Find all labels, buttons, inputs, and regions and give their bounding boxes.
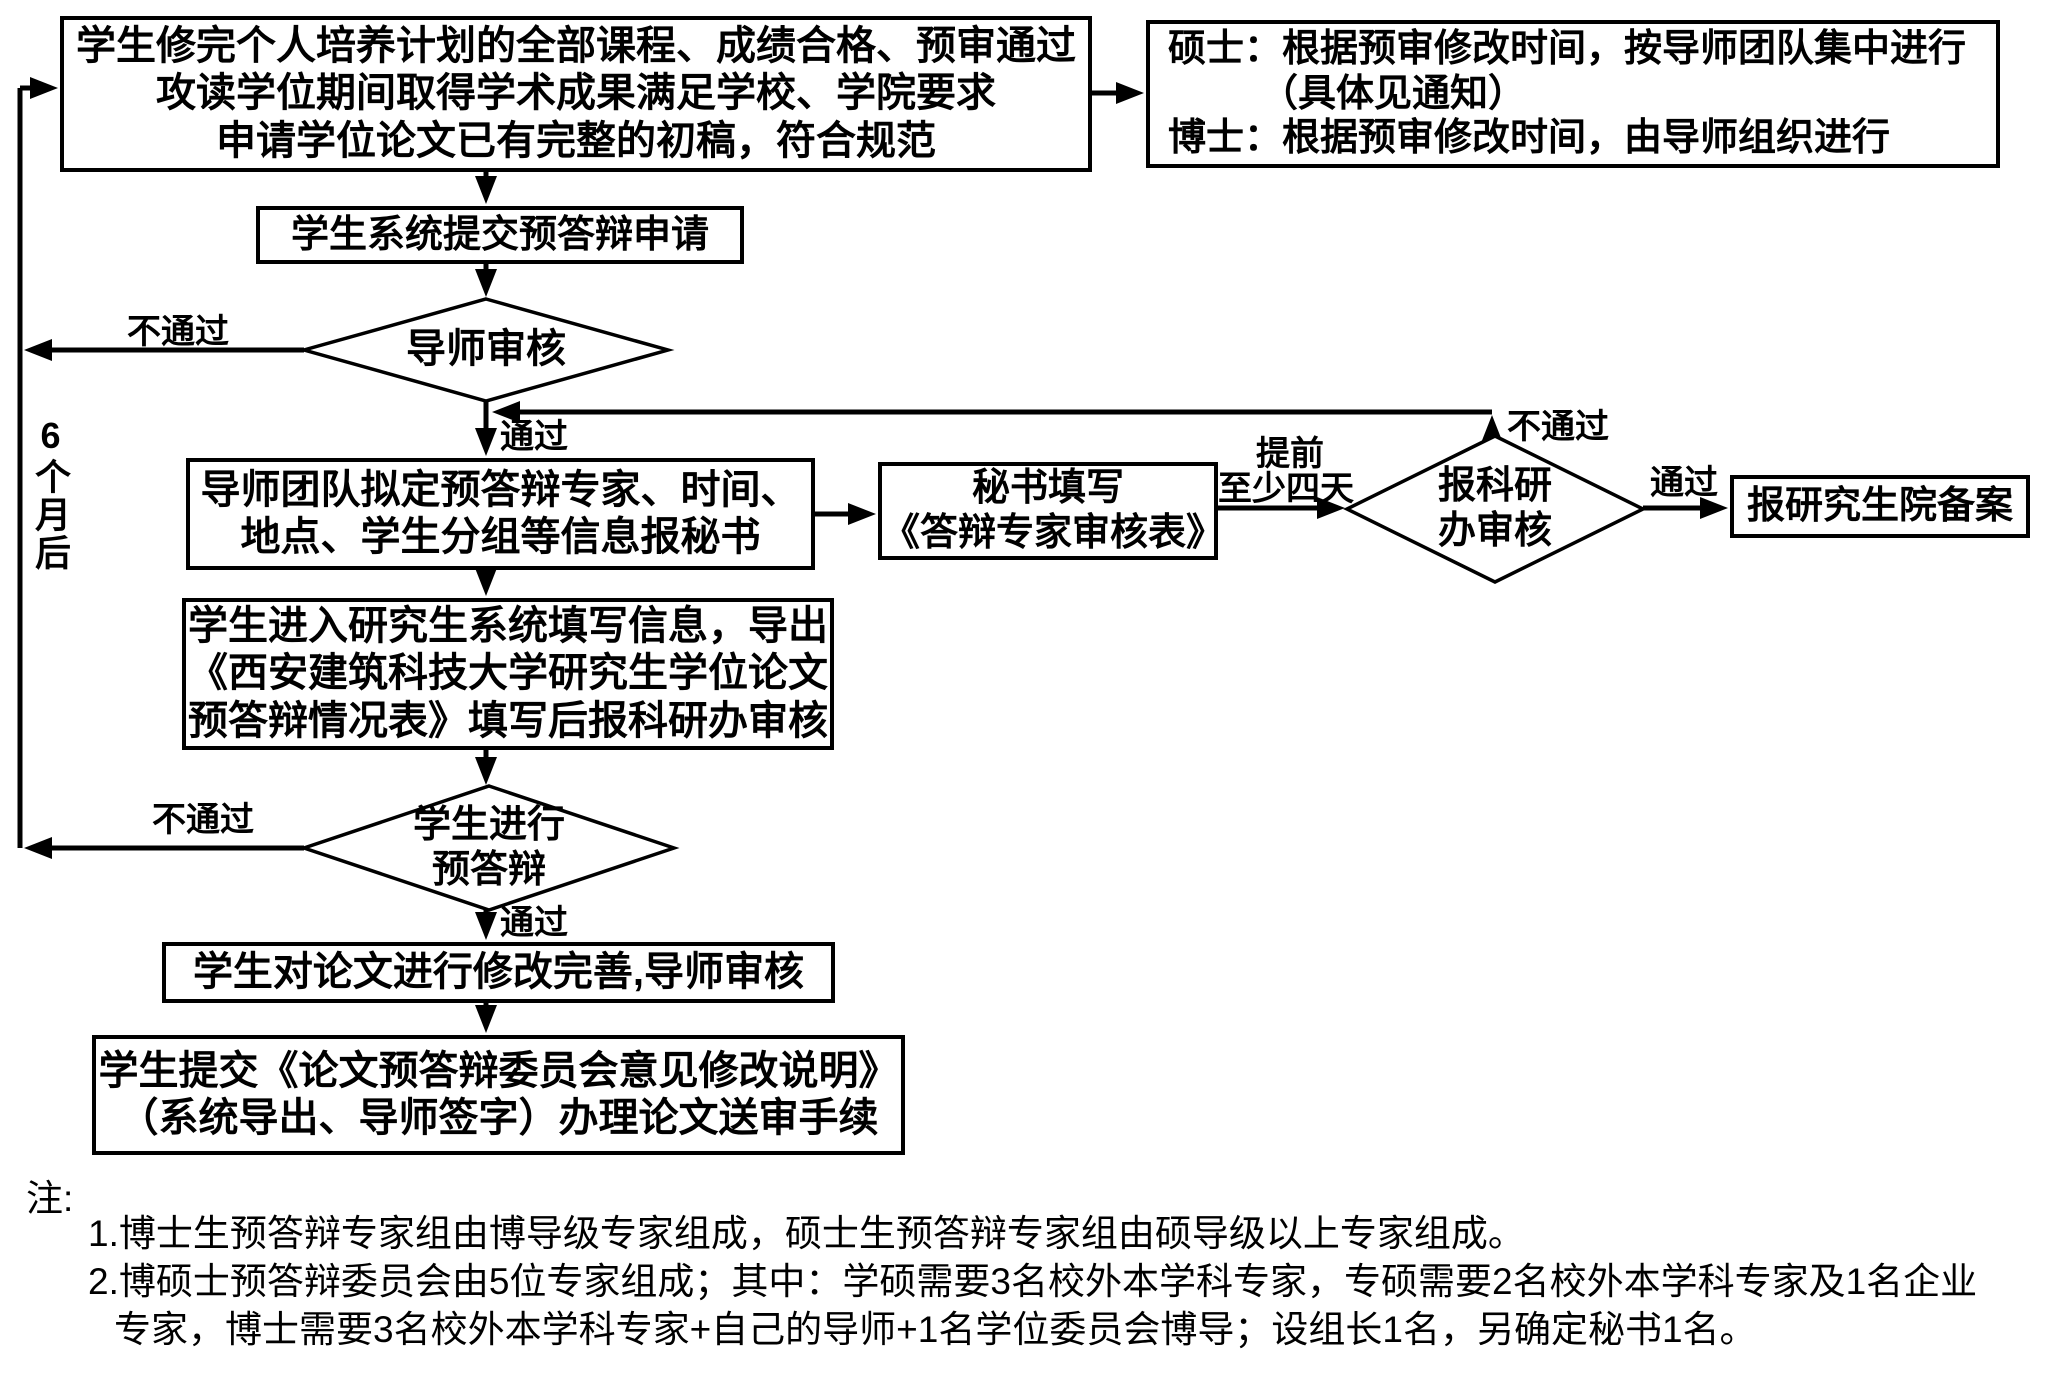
- student-fill-system-line2: 《西安建筑科技大学研究生学位论文: [188, 651, 828, 696]
- note-item-2: 2.博硕士预答辩委员会由5位专家组成；其中：学硕需要3名校外本学科专家，专硕需要…: [88, 1261, 1978, 1302]
- schedule-info-line1: 硕士：根据预审修改时间，按导师团队集中进行: [1168, 27, 1967, 70]
- start-conditions-line1: 学生修完个人培养计划的全部课程、成绩合格、预审通过: [76, 24, 1076, 69]
- label-defense-fail: 不通过: [152, 801, 254, 839]
- office-review-line1: 报科研: [1437, 465, 1552, 508]
- node-supervisor-review: 导师审核: [304, 299, 668, 401]
- diamond-office-review: [1343, 434, 1647, 584]
- node-secretary-form: 秘书填写 《答辩专家审核表》: [878, 462, 1225, 560]
- arrowhead-into-record: [1700, 497, 1728, 519]
- label-office-pass: 通过: [1650, 464, 1718, 502]
- arrowheads: [24, 77, 1728, 1033]
- diamonds: [297, 297, 1647, 912]
- node-office-review: 报科研 办审核: [1347, 436, 1643, 582]
- arrowhead-into-fill: [475, 568, 497, 596]
- team-plan-line2: 地点、学生分组等信息报秘书: [240, 515, 761, 559]
- arrowhead-into-start: [30, 77, 58, 99]
- start-conditions-line3: 申请学位论文已有完整的初稿，符合规范: [216, 118, 936, 163]
- submit-application-label: 学生系统提交预答辩申请: [290, 213, 709, 256]
- node-team-plan: 导师团队拟定预答辩专家、时间、 地点、学生分组等信息报秘书: [186, 458, 815, 570]
- label-advance-line1: 提前: [1256, 435, 1324, 473]
- start-conditions-line2: 攻读学位期间取得学术成果满足学校、学院要求: [156, 71, 996, 116]
- node-submit-application: 学生系统提交预答辩申请: [256, 206, 744, 264]
- arrowhead-office-fail-left: [492, 401, 520, 423]
- arrowhead-into-office: [1317, 497, 1345, 519]
- arrowhead-into-submit: [475, 176, 497, 204]
- arrowhead-into-review: [475, 269, 497, 297]
- label-six-months: 6个月后: [30, 415, 71, 572]
- node-schedule-info: 硕士：根据预审修改时间，按导师团队集中进行 （具体见通知） 博士：根据预审修改时…: [1146, 20, 2000, 168]
- team-plan-line1: 导师团队拟定预答辩专家、时间、: [200, 467, 801, 512]
- node-start-conditions: 学生修完个人培养计划的全部课程、成绩合格、预审通过 攻读学位期间取得学术成果满足…: [60, 16, 1092, 172]
- label-office-fail: 不通过: [1507, 408, 1609, 446]
- notes-heading: 注:: [26, 1178, 74, 1219]
- note-item-1: 1.博士生预答辩专家组由博导级专家组成，硕士生预答辩专家组由硕导级以上专家组成。: [88, 1213, 1525, 1254]
- arrowhead-defense-fail: [24, 837, 52, 859]
- arrowhead-into-secretary: [848, 503, 876, 525]
- label-defense-pass: 通过: [500, 904, 568, 942]
- diamond-pre-defense: [298, 784, 680, 912]
- node-student-fill-system: 学生进入研究生系统填写信息，导出 《西安建筑科技大学研究生学位论文 预答辩情况表…: [182, 598, 834, 750]
- node-grad-school-record: 报研究生院备案: [1730, 475, 2030, 538]
- notes-block: 1.博士生预答辩专家组由博导级专家组成，硕士生预答辩专家组由硕导级以上专家组成。…: [88, 1210, 1977, 1354]
- label-supervisor-fail: 不通过: [127, 313, 229, 351]
- schedule-info-line2: （具体见通知）: [1260, 72, 1527, 115]
- secretary-form-line2: 《答辩专家审核表》: [882, 512, 1225, 554]
- node-revise-thesis: 学生对论文进行修改完善,导师审核: [162, 942, 835, 1003]
- arrowhead-into-defense: [475, 757, 497, 785]
- submit-revision-line1: 学生提交《论文预答辩委员会意见修改说明》: [98, 1048, 899, 1093]
- student-fill-system-line3: 预答辩情况表》填写后报科研办审核: [188, 698, 828, 743]
- arrowhead-into-team: [475, 428, 497, 456]
- label-advance-line2: 至少四天: [1218, 470, 1354, 508]
- schedule-info-line3: 博士：根据预审修改时间，由导师组织进行: [1168, 117, 1891, 160]
- node-submit-revision: 学生提交《论文预答辩委员会意见修改说明》 （系统导出、导师签字）办理论文送审手续: [92, 1035, 905, 1155]
- supervisor-review-label: 导师审核: [406, 327, 566, 372]
- pre-defense-line2: 预答辩: [431, 849, 546, 891]
- node-pre-defense: 学生进行 预答辩: [304, 786, 674, 910]
- arrowhead-into-schedule: [1116, 82, 1144, 104]
- submit-revision-line2: （系统导出、导师签字）办理论文送审手续: [118, 1096, 879, 1140]
- revise-thesis-label: 学生对论文进行修改完善,导师审核: [192, 949, 805, 994]
- arrowhead-into-submit2: [475, 1005, 497, 1033]
- note-item-3: 专家，博士需要3名校外本学科专家+自己的导师+1名学位委员会博导；设组长1名，另…: [114, 1309, 1757, 1350]
- arrowhead-into-revise: [475, 912, 497, 940]
- diamond-supervisor-review: [297, 297, 675, 403]
- label-supervisor-pass: 通过: [500, 418, 568, 456]
- secretary-form-line1: 秘书填写: [971, 467, 1124, 510]
- grad-school-record-label: 报研究生院备案: [1746, 485, 2013, 528]
- arrowhead-review-fail: [24, 339, 52, 361]
- student-fill-system-line1: 学生进入研究生系统填写信息，导出: [188, 604, 828, 649]
- office-review-line2: 办审核: [1437, 510, 1552, 552]
- pre-defense-line1: 学生进行: [412, 804, 565, 847]
